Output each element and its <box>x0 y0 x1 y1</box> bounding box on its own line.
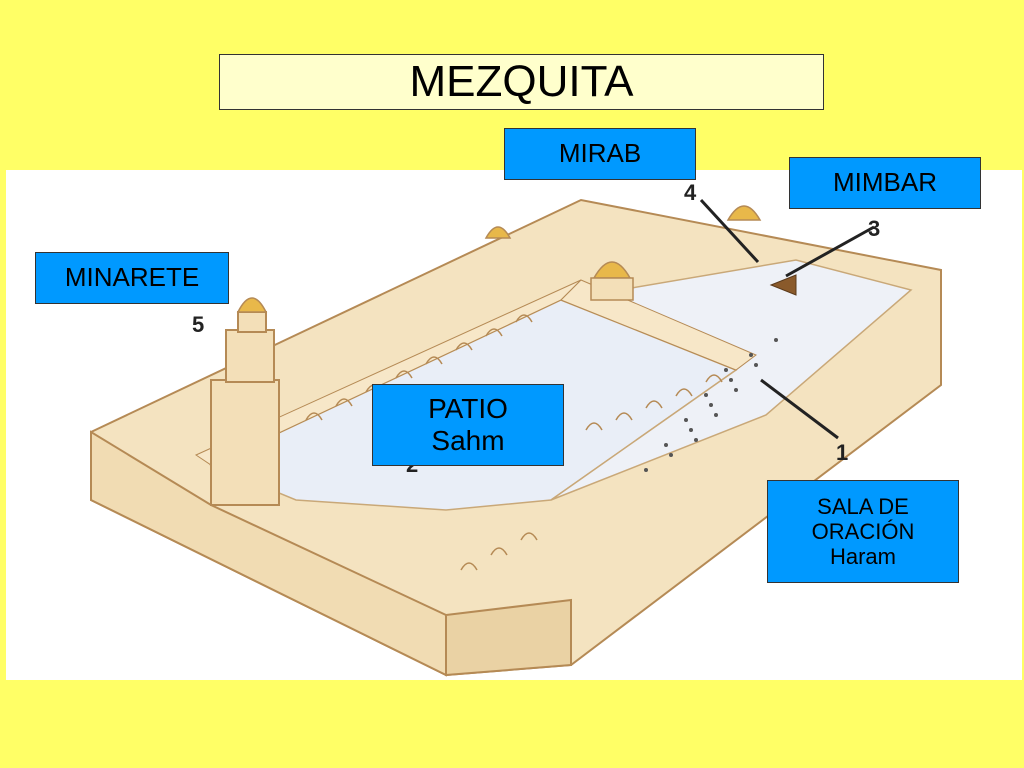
page-title: MEZQUITA <box>219 54 824 110</box>
patio-label: PATIO Sahm <box>372 384 564 466</box>
prayer-hall-label-line2: ORACIÓN <box>811 518 915 544</box>
minarete-label-text: MINARETE <box>64 262 200 293</box>
number-1-label: 1 <box>836 440 849 465</box>
number-4-label: 4 <box>684 180 697 205</box>
mirab-label-text: MIRAB <box>558 138 642 169</box>
mimbar-label: MIMBAR <box>789 157 981 209</box>
page-title-text: MEZQUITA <box>409 57 634 106</box>
mirab-label: MIRAB <box>504 128 696 180</box>
number-5-label: 5 <box>192 312 205 337</box>
number-3-label: 3 <box>868 216 881 241</box>
prayer-hall-label-line1: SALA DE <box>817 493 909 519</box>
prayer-hall-label: SALA DE ORACIÓN Haram <box>767 480 959 583</box>
patio-label-line1: PATIO <box>428 392 508 424</box>
prayer-hall-label-line3: Haram <box>829 544 896 570</box>
patio-label-line2: Sahm <box>431 425 505 456</box>
minarete-label: MINARETE <box>35 252 229 304</box>
mimbar-label-text: MIMBAR <box>833 167 937 198</box>
